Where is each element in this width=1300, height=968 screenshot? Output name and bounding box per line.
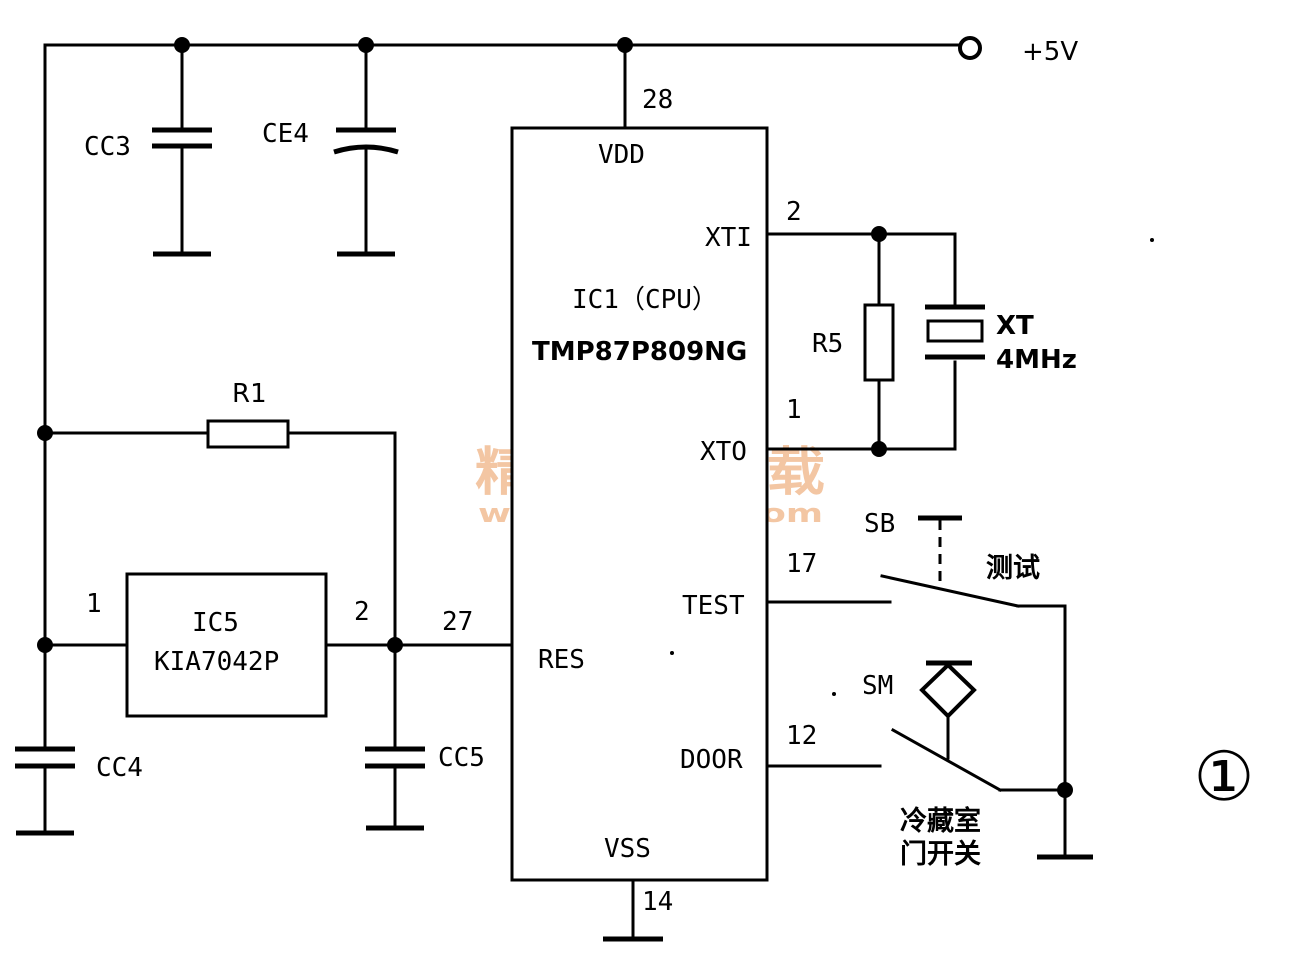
- sm-description-line1: 冷藏室: [900, 805, 981, 837]
- ic5-pin1-number: 1: [86, 589, 102, 619]
- sb-description: 测试: [986, 553, 1040, 584]
- sb-label: SB: [864, 509, 895, 539]
- figure-number: ①: [1194, 738, 1255, 817]
- ic5-pin2-number: 2: [354, 597, 370, 627]
- xti-pin-number: 2: [786, 197, 802, 227]
- capacitor-ce4: CE4: [262, 43, 399, 257]
- ce4-label: CE4: [262, 119, 309, 149]
- cc5-label: CC5: [438, 743, 485, 773]
- reset-circuit: R1 IC5 KIA7042P 1 2 27 CC4 CC5: [15, 379, 514, 836]
- speck: [1150, 238, 1154, 242]
- cc3-label: CC3: [84, 132, 131, 162]
- vdd-pin-number: 28: [642, 85, 673, 115]
- r1-label: R1: [232, 379, 267, 409]
- speck: [670, 651, 674, 655]
- speck: [832, 692, 836, 696]
- switch-sm: [890, 727, 1003, 793]
- switch-circuit: 17 SB 测试 12 SM 冷藏室 门开关: [670, 238, 1154, 870]
- xt-frequency: 4MHz: [996, 345, 1077, 375]
- capacitor-cc3: CC3: [84, 43, 212, 257]
- r5-label: R5: [812, 329, 843, 359]
- cc4-label: CC4: [96, 753, 143, 783]
- vcc-rail: +5V: [43, 36, 1078, 647]
- ic1-test-label: TEST: [682, 591, 745, 621]
- ic1-part-number: TMP87P809NG: [532, 337, 747, 367]
- res-pin-number: 27: [442, 607, 473, 637]
- ic1-cpu: VDD IC1（CPU） TMP87P809NG XTI XTO RES TES…: [510, 126, 769, 882]
- resistor-r1: [206, 419, 290, 449]
- crystal-circuit: 2 1 R5 XT 4MHz: [765, 197, 1077, 457]
- ic5-body: [125, 572, 328, 718]
- ic1-name: IC1（CPU）: [572, 285, 718, 315]
- ic1-xto-label: XTO: [700, 437, 747, 467]
- ic1-door-label: DOOR: [680, 745, 743, 775]
- sm-description-line2: 门开关: [900, 839, 981, 870]
- test-pin-number: 17: [786, 549, 817, 579]
- ic5-name: IC5: [192, 608, 239, 638]
- resistor-r5: [863, 303, 895, 382]
- xt-label: XT: [996, 311, 1034, 341]
- magnet-diamond: [919, 662, 977, 719]
- xto-pin-number: 1: [786, 395, 802, 425]
- vss-pin-number: 14: [642, 887, 673, 917]
- door-pin-number: 12: [786, 721, 817, 751]
- ic1-vss-label: VSS: [604, 834, 651, 864]
- switch-sb: [880, 574, 1020, 608]
- ic1-body: [510, 126, 769, 882]
- ic1-xti-label: XTI: [705, 223, 752, 253]
- crystal-xt: [926, 319, 984, 343]
- sm-label: SM: [862, 671, 893, 701]
- ic1-vdd-label: VDD: [598, 140, 645, 170]
- ic1-res-label: RES: [538, 645, 585, 675]
- vcc-terminal: [958, 36, 982, 60]
- vcc-label: +5V: [1022, 37, 1078, 67]
- ic5-part-number: KIA7042P: [154, 647, 279, 677]
